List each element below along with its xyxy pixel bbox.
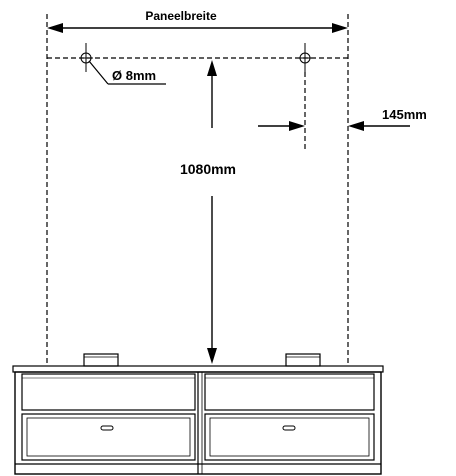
- mounting-hole-left: [79, 43, 93, 72]
- edge-offset-label: 145mm: [382, 107, 427, 122]
- bracket-right: [285, 353, 321, 367]
- compartment-left: [21, 373, 196, 411]
- panel-width-arrowhead-right: [332, 23, 348, 33]
- panel-width-arrowhead-left: [47, 23, 63, 33]
- panel-width-dimension: Paneelbreite: [47, 9, 348, 33]
- height-arrowhead-top: [207, 60, 217, 76]
- mounting-hole-right: [298, 43, 312, 72]
- edge-offset-dimension: 145mm: [258, 107, 427, 131]
- drawer-left: [21, 413, 196, 461]
- panel-edge-lines: [46, 14, 349, 366]
- hole-leader-line: [88, 60, 109, 85]
- drawer-handle-left: [100, 425, 114, 431]
- compartment-right: [204, 373, 375, 411]
- drawer-handle-right: [282, 425, 296, 431]
- offset-arrowhead-right: [348, 121, 364, 131]
- hole-diameter-callout: Ø 8mm: [88, 60, 166, 85]
- hole-diameter-label: Ø 8mm: [112, 68, 156, 83]
- height-label: 1080mm: [180, 161, 236, 177]
- drawer-right: [204, 413, 375, 461]
- sideboard-top: [12, 365, 384, 373]
- panel-width-label: Paneelbreite: [145, 9, 217, 23]
- bracket-left: [83, 353, 119, 367]
- height-dimension: 1080mm: [180, 60, 236, 364]
- height-arrowhead-bottom: [207, 348, 217, 364]
- offset-arrowhead-left: [289, 121, 305, 131]
- sideboard: [12, 353, 384, 475]
